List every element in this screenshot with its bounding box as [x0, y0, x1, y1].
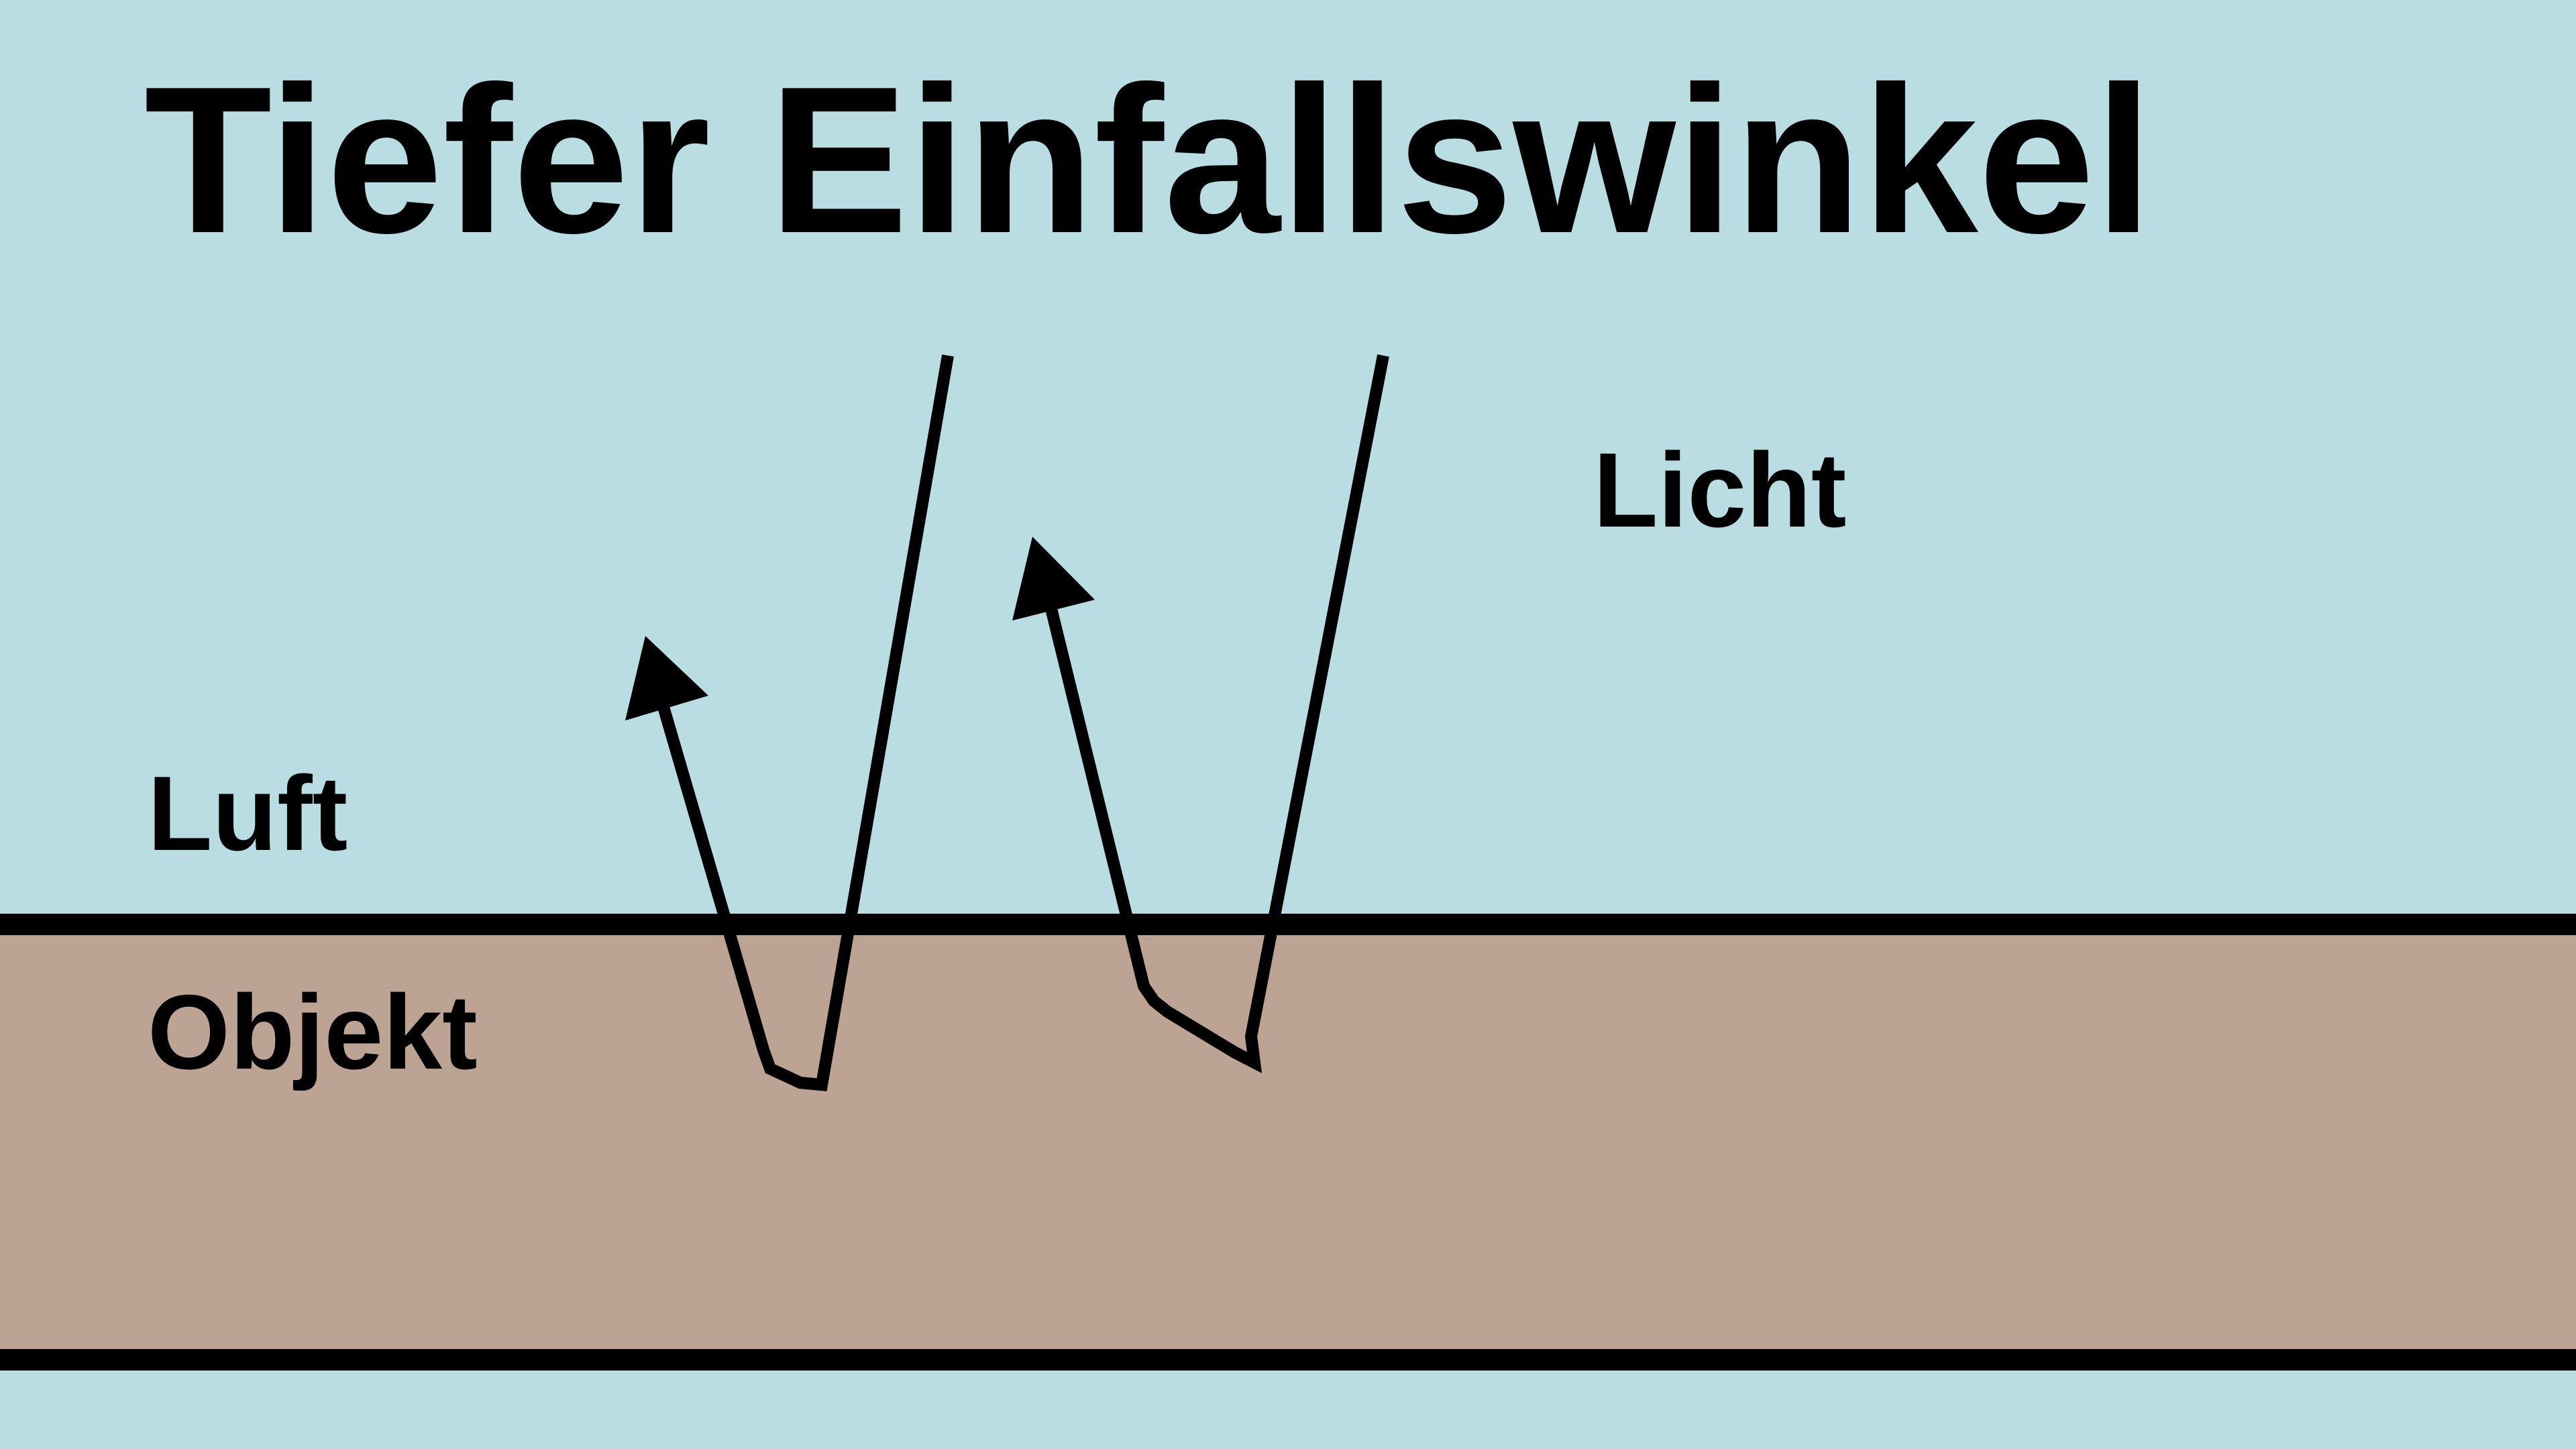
air-object-boundary-line: [0, 914, 2576, 935]
light-ray-left: [651, 354, 954, 1091]
object-bottom-boundary-line: [0, 1349, 2576, 1371]
diagram-title: Tiefer Einfallswinkel: [144, 44, 2153, 277]
arrowhead-left: [625, 636, 708, 720]
arrowhead-right: [1012, 537, 1095, 621]
object-region: [0, 924, 2576, 1359]
light-ray-right: [1042, 354, 1389, 1073]
light-label: Licht: [1593, 431, 1846, 549]
object-label: Objekt: [148, 973, 478, 1091]
air-label: Luft: [148, 755, 347, 873]
